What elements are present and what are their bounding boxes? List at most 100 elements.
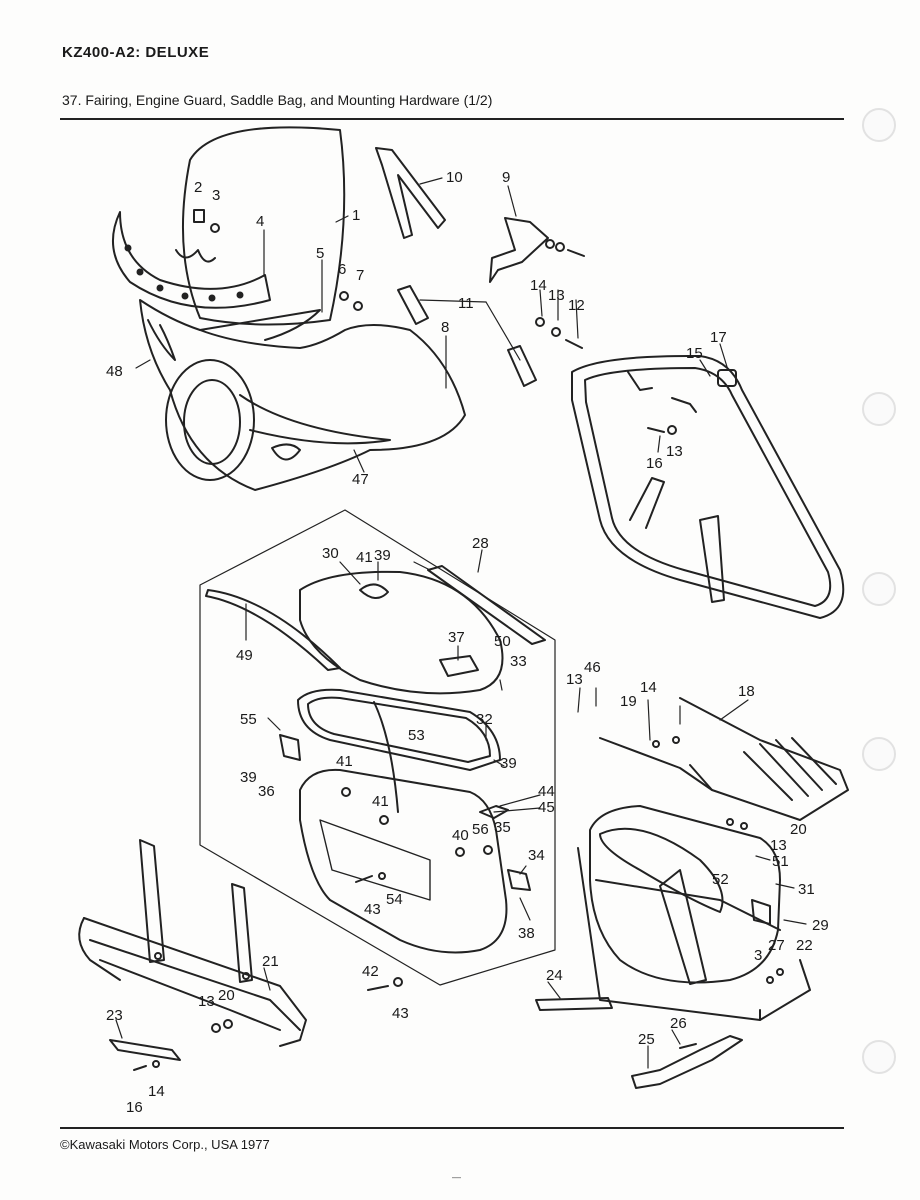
callout-42: 42 bbox=[362, 963, 379, 980]
mount-plates bbox=[535, 997, 743, 1089]
callout-40: 40 bbox=[452, 827, 469, 844]
callout-6: 6 bbox=[338, 261, 346, 278]
fairing-bracket-9 bbox=[489, 217, 585, 349]
callout-43b: 43 bbox=[392, 1005, 409, 1022]
callout-55: 55 bbox=[240, 711, 257, 728]
lid-hinge-strip-28 bbox=[427, 565, 546, 645]
callout-7: 7 bbox=[356, 267, 364, 284]
right-saddlebag-frame bbox=[577, 847, 811, 1021]
model-heading: KZ400-A2: DELUXE bbox=[62, 44, 210, 61]
callout-56: 56 bbox=[472, 821, 489, 838]
callout-16: 16 bbox=[126, 1099, 143, 1116]
fairing-windshield bbox=[175, 126, 346, 326]
callout-20: 20 bbox=[790, 821, 807, 838]
copyright-line: ©Kawasaki Motors Corp., USA 1977 bbox=[60, 1137, 270, 1152]
callout-29: 29 bbox=[812, 917, 829, 934]
callout-19: 19 bbox=[620, 693, 637, 710]
callout-3b: 3 bbox=[754, 947, 762, 964]
callout-13b: 13 bbox=[666, 443, 683, 460]
callout-8: 8 bbox=[441, 319, 449, 336]
callout-13c: 13 bbox=[566, 671, 583, 688]
fairing-body bbox=[139, 299, 466, 491]
callout-39a: 39 bbox=[374, 547, 391, 564]
callout-41b: 41 bbox=[336, 753, 353, 770]
fairing-mount-studs-11 bbox=[397, 285, 537, 387]
callout-34: 34 bbox=[528, 847, 545, 864]
callout-24: 24 bbox=[546, 967, 563, 984]
callout-37: 37 bbox=[448, 629, 465, 646]
section-title: 37. Fairing, Engine Guard, Saddle Bag, a… bbox=[62, 92, 493, 108]
callout-14b: 14 bbox=[640, 679, 657, 696]
callout-45: 45 bbox=[538, 799, 555, 816]
callout-23: 23 bbox=[106, 1007, 123, 1024]
callout-50: 50 bbox=[494, 633, 511, 650]
callout-2: 2 bbox=[194, 179, 202, 196]
callout-14c: 14 bbox=[148, 1083, 165, 1100]
top-rule bbox=[60, 118, 844, 120]
engine-guard bbox=[571, 354, 845, 619]
callout-43a: 43 bbox=[364, 901, 381, 918]
small-hardware-2-3-6-7 bbox=[193, 209, 363, 311]
binder-hole-5 bbox=[862, 1040, 896, 1074]
callout-5: 5 bbox=[316, 245, 324, 262]
callout-48: 48 bbox=[106, 363, 123, 380]
callout-numbers: 1 2 3 4 5 6 7 8 9 10 11 12 13 14 48 47 1… bbox=[106, 169, 829, 1116]
callout-33: 33 bbox=[510, 653, 527, 670]
callout-13d: 13 bbox=[770, 837, 787, 854]
callout-16b: 16 bbox=[646, 455, 663, 472]
callout-13: 13 bbox=[548, 287, 565, 304]
exploded-view-box bbox=[199, 509, 556, 986]
binder-hole-1 bbox=[862, 108, 896, 142]
saddlebag-lid bbox=[299, 570, 504, 695]
callout-10: 10 bbox=[446, 169, 463, 186]
callout-28: 28 bbox=[472, 535, 489, 552]
callout-11: 11 bbox=[458, 295, 474, 312]
callout-36: 36 bbox=[258, 783, 275, 800]
binder-hole-3 bbox=[862, 572, 896, 606]
callout-41c: 41 bbox=[372, 793, 389, 810]
windshield-trim-strip bbox=[112, 211, 271, 309]
callout-32: 32 bbox=[476, 711, 493, 728]
callout-14: 14 bbox=[530, 277, 547, 294]
callout-18: 18 bbox=[738, 683, 755, 700]
callout-27: 27 bbox=[768, 937, 785, 954]
callout-51: 51 bbox=[772, 853, 789, 870]
callout-46: 46 bbox=[584, 659, 601, 676]
callout-54: 54 bbox=[386, 891, 403, 908]
callout-13e: 13 bbox=[198, 993, 215, 1010]
callout-30: 30 bbox=[322, 545, 339, 562]
latch-hardware bbox=[279, 734, 531, 991]
callout-41a: 41 bbox=[356, 549, 373, 566]
callout-39c: 39 bbox=[240, 769, 257, 786]
lid-trim-strip-49 bbox=[205, 589, 341, 671]
callout-4: 4 bbox=[256, 213, 264, 230]
left-saddlebag-frame bbox=[78, 839, 307, 1071]
callout-38: 38 bbox=[518, 925, 535, 942]
callout-35: 35 bbox=[494, 819, 511, 836]
callout-26: 26 bbox=[670, 1015, 687, 1032]
page-number: — bbox=[452, 1172, 461, 1182]
binder-hole-4 bbox=[862, 737, 896, 771]
callout-1: 1 bbox=[352, 207, 360, 224]
fairing-bracket-10 bbox=[375, 147, 446, 239]
callout-53: 53 bbox=[408, 727, 425, 744]
callout-12: 12 bbox=[568, 297, 585, 314]
callout-44: 44 bbox=[538, 783, 555, 800]
callout-22: 22 bbox=[796, 937, 813, 954]
callout-20b: 20 bbox=[218, 987, 235, 1004]
callout-25: 25 bbox=[638, 1031, 655, 1048]
callout-15: 15 bbox=[686, 345, 703, 362]
bottom-rule bbox=[60, 1127, 844, 1129]
callout-3: 3 bbox=[212, 187, 220, 204]
callout-39b: 39 bbox=[500, 755, 517, 772]
binder-hole-2 bbox=[862, 392, 896, 426]
luggage-rack bbox=[599, 697, 849, 830]
callout-9: 9 bbox=[502, 169, 510, 186]
callout-21: 21 bbox=[262, 953, 279, 970]
callout-17: 17 bbox=[710, 329, 727, 346]
saddlebag-body bbox=[299, 701, 508, 954]
callout-31: 31 bbox=[798, 881, 815, 898]
lid-gasket-32 bbox=[297, 688, 501, 771]
